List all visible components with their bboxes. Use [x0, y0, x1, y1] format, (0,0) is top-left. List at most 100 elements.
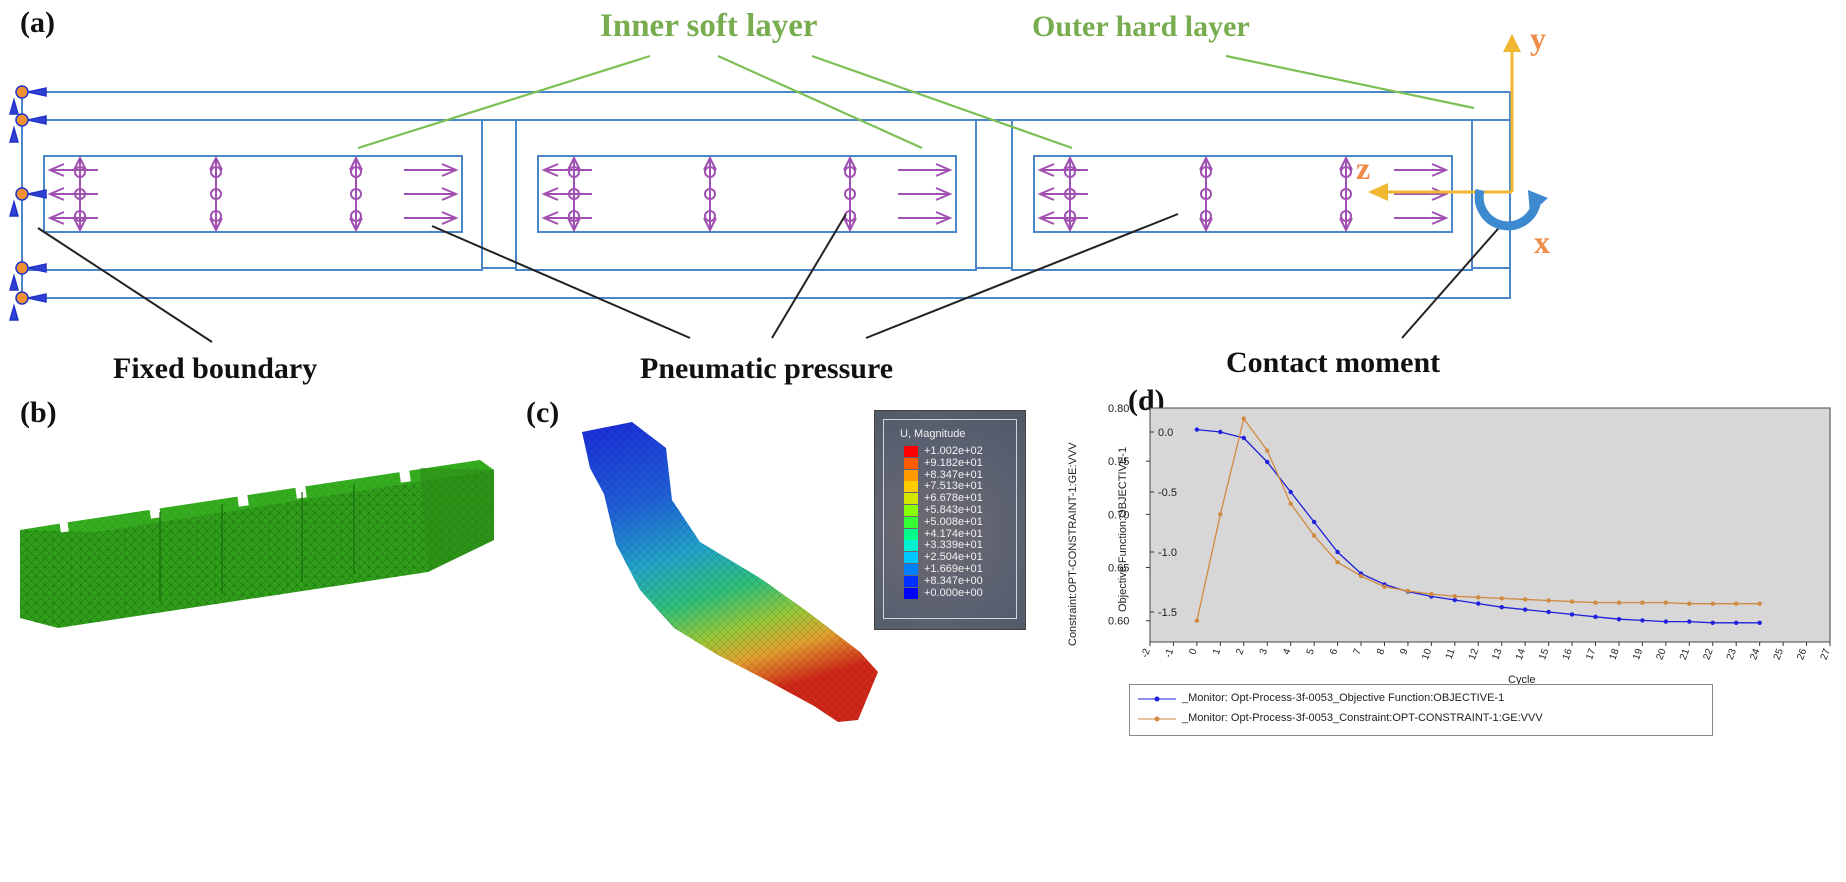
fixed-boundary-markers — [9, 85, 47, 321]
data-point-constraint — [1522, 597, 1528, 602]
fixed-marker — [9, 261, 47, 291]
x-tick-label: 7 — [1352, 647, 1364, 656]
x-tick-label: 10 — [1420, 647, 1434, 662]
y-axis-label-right: Objective Function:OBJECTIVE-1 — [1117, 447, 1129, 612]
deformed-actuator — [582, 422, 878, 722]
contour-legend-swatch — [904, 564, 918, 575]
pressure-node — [704, 188, 716, 200]
fixed-marker — [9, 85, 47, 115]
pressure-node — [844, 166, 856, 178]
x-tick-label: 26 — [1795, 647, 1809, 662]
data-point-constraint — [1757, 601, 1762, 606]
pressure-node — [568, 188, 580, 200]
contour-legend-swatch — [904, 469, 918, 481]
x-tick-label: 22 — [1701, 647, 1715, 662]
callout-inner-soft-layer: Inner soft layer — [600, 8, 818, 44]
pressure-node — [1340, 188, 1352, 200]
x-tick-label: 5 — [1305, 647, 1317, 656]
pressure-node — [210, 166, 222, 178]
data-point-objective — [1288, 489, 1293, 495]
y-tick-label-left: 0.60 — [1108, 616, 1129, 628]
legend-marker-objective — [1138, 696, 1176, 702]
legend-entry-constraint: _Monitor: Opt-Process-3f-0053_Constraint… — [1182, 712, 1543, 724]
y-tick-label-right: -1.5 — [1158, 607, 1177, 619]
contour-legend-swatch — [904, 481, 918, 493]
pressure-arrow-vertical — [1339, 155, 1353, 233]
x-tick-label: 4 — [1281, 647, 1293, 656]
x-tick-label: 15 — [1537, 647, 1551, 662]
pressure-node — [1200, 166, 1212, 178]
data-point-objective — [1476, 601, 1481, 606]
pressure-arrow-right — [404, 163, 459, 177]
pressure-arrow-vertical — [1199, 155, 1213, 233]
x-tick-label: 24 — [1748, 647, 1762, 662]
contour-legend-value: +5.843e+01 — [924, 504, 983, 516]
data-point-constraint — [1710, 601, 1715, 606]
data-point-objective — [1382, 582, 1387, 587]
x-tick-label: 8 — [1375, 647, 1387, 656]
pressure-arrow-right — [898, 187, 953, 201]
pressure-node — [1200, 210, 1212, 222]
contour-legend-value: +8.347e+00 — [924, 574, 983, 587]
chamber-outer-frames — [21, 119, 1473, 271]
data-point-objective — [1405, 589, 1411, 594]
contour-legend-swatch — [904, 516, 918, 528]
panel-label-d: (d) — [1128, 384, 1165, 417]
contour-legend-value: +9.182e+01 — [924, 456, 983, 469]
contour-legend — [874, 410, 1026, 630]
x-tick-label: 14 — [1514, 647, 1528, 662]
y-tick-label-right: 0.0 — [1158, 427, 1173, 439]
pressure-arrow-right — [1394, 211, 1449, 225]
pressure-node — [1340, 210, 1352, 222]
x-tick-label: 1 — [1211, 647, 1223, 656]
y-tick-label-left: 0.75 — [1108, 456, 1129, 468]
data-point-constraint — [1452, 594, 1458, 599]
data-point-constraint — [1358, 573, 1364, 579]
pressure-node — [1200, 188, 1212, 200]
green-mesh-body — [20, 460, 494, 628]
x-tick-label: 12 — [1467, 647, 1481, 662]
contour-legend-swatch — [904, 540, 918, 552]
data-point-objective — [1546, 609, 1551, 615]
coordinate-triad — [1368, 34, 1521, 201]
y-tick-label-left: 0.70 — [1108, 509, 1129, 521]
x-tick-label: -2 — [1139, 647, 1153, 660]
data-point-objective — [1593, 614, 1598, 619]
callout-contact-moment: Contact moment — [1226, 346, 1441, 379]
pressure-node — [74, 166, 86, 178]
data-point-objective — [1734, 620, 1739, 625]
pressure-node — [704, 210, 716, 222]
data-point-constraint — [1335, 560, 1340, 565]
data-point-objective — [1616, 617, 1622, 622]
data-point-objective — [1335, 549, 1340, 555]
data-point-objective — [1429, 594, 1434, 599]
data-point-objective — [1757, 620, 1762, 625]
contour-legend-swatch — [904, 528, 918, 540]
data-point-constraint — [1546, 598, 1551, 603]
pressure-arrow-right — [1394, 187, 1449, 201]
x-tick-label: 16 — [1561, 647, 1575, 662]
pressure-node — [350, 210, 362, 222]
data-point-constraint — [1405, 588, 1411, 594]
data-point-constraint — [1288, 501, 1293, 506]
pressure-node — [568, 166, 580, 178]
x-tick-label: 20 — [1655, 647, 1669, 662]
contour-legend-value: +3.339e+01 — [924, 539, 983, 552]
pressure-arrow-vertical — [349, 155, 363, 233]
pressure-node — [844, 188, 856, 200]
data-point-constraint — [1218, 512, 1223, 517]
pressure-arrow-right — [404, 211, 459, 225]
fixed-marker — [9, 291, 47, 321]
data-point-constraint — [1499, 596, 1504, 601]
data-point-objective — [1218, 429, 1223, 435]
contour-legend-swatch — [904, 446, 918, 457]
contour-legend-value: +1.002e+02 — [924, 445, 983, 457]
axis-label-y: y — [1530, 20, 1546, 56]
y-tick-label-left: 0.65 — [1108, 563, 1129, 575]
x-tick-label: 0 — [1187, 647, 1199, 656]
series-line-objective — [1196, 428, 1760, 624]
x-tick-label: 18 — [1608, 647, 1622, 662]
pressure-arrow-right — [898, 211, 953, 225]
legend-entry-objective: _Monitor: Opt-Process-3f-0053_Objective … — [1182, 692, 1505, 704]
x-tick-label: 27 — [1819, 647, 1833, 662]
